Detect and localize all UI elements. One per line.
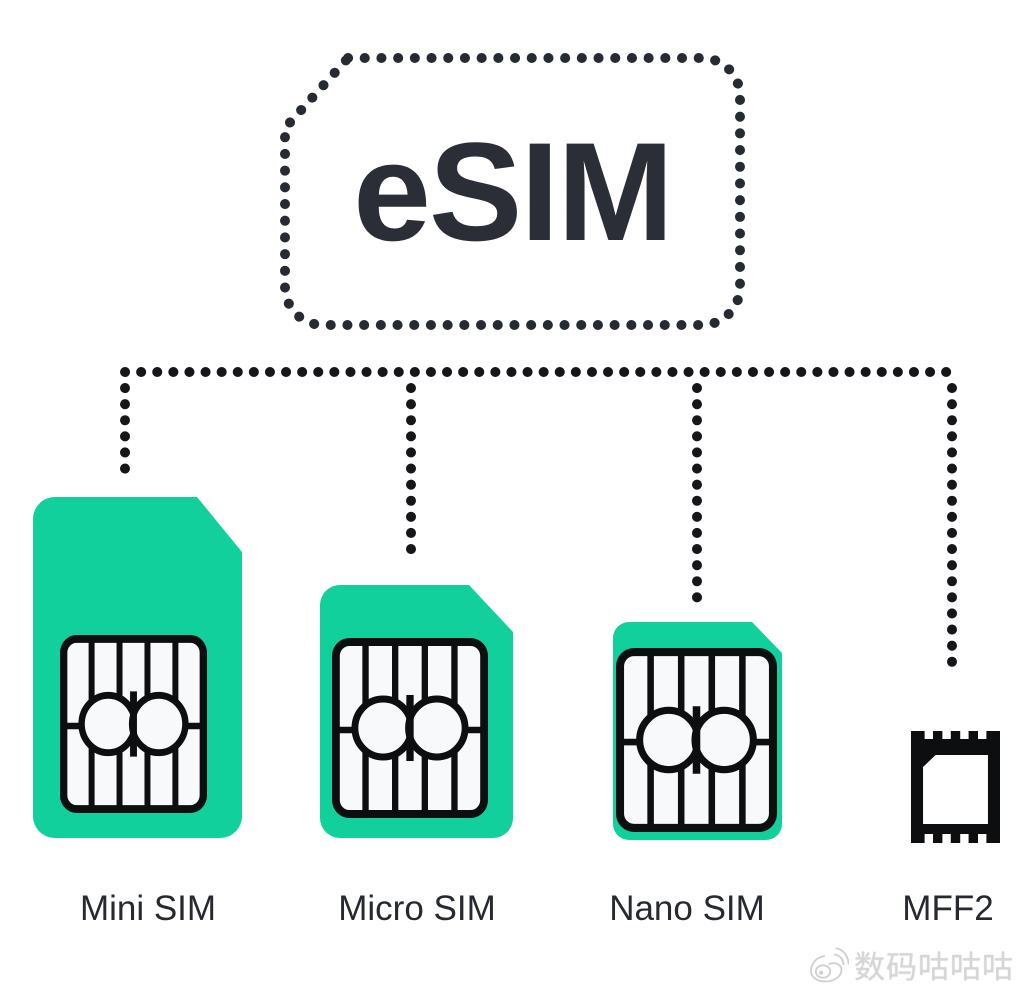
micro-sim-chip — [336, 642, 484, 814]
label-nano-sim: Nano SIM — [609, 889, 765, 928]
label-mini-sim: Mini SIM — [79, 889, 217, 928]
esim-dotted-outline — [280, 53, 745, 330]
mff2-chip — [911, 731, 1000, 843]
label-micro-sim: Micro SIM — [338, 889, 496, 928]
nano-sim-chip — [620, 652, 773, 828]
watermark-text: 数码咕咕咕 — [854, 950, 1014, 985]
nano-sim-card — [613, 622, 782, 840]
weibo-icon — [810, 946, 849, 982]
micro-sim-card — [320, 585, 513, 838]
connector-dotted-tree — [120, 367, 957, 673]
label-mff2: MFF2 — [902, 889, 994, 928]
esim-title: eSIM — [353, 112, 674, 270]
mini-sim-card — [33, 497, 242, 838]
mff2-chip-body — [911, 731, 1000, 843]
watermark: 数码咕咕咕 — [809, 942, 1014, 987]
mini-sim-chip — [64, 639, 204, 809]
